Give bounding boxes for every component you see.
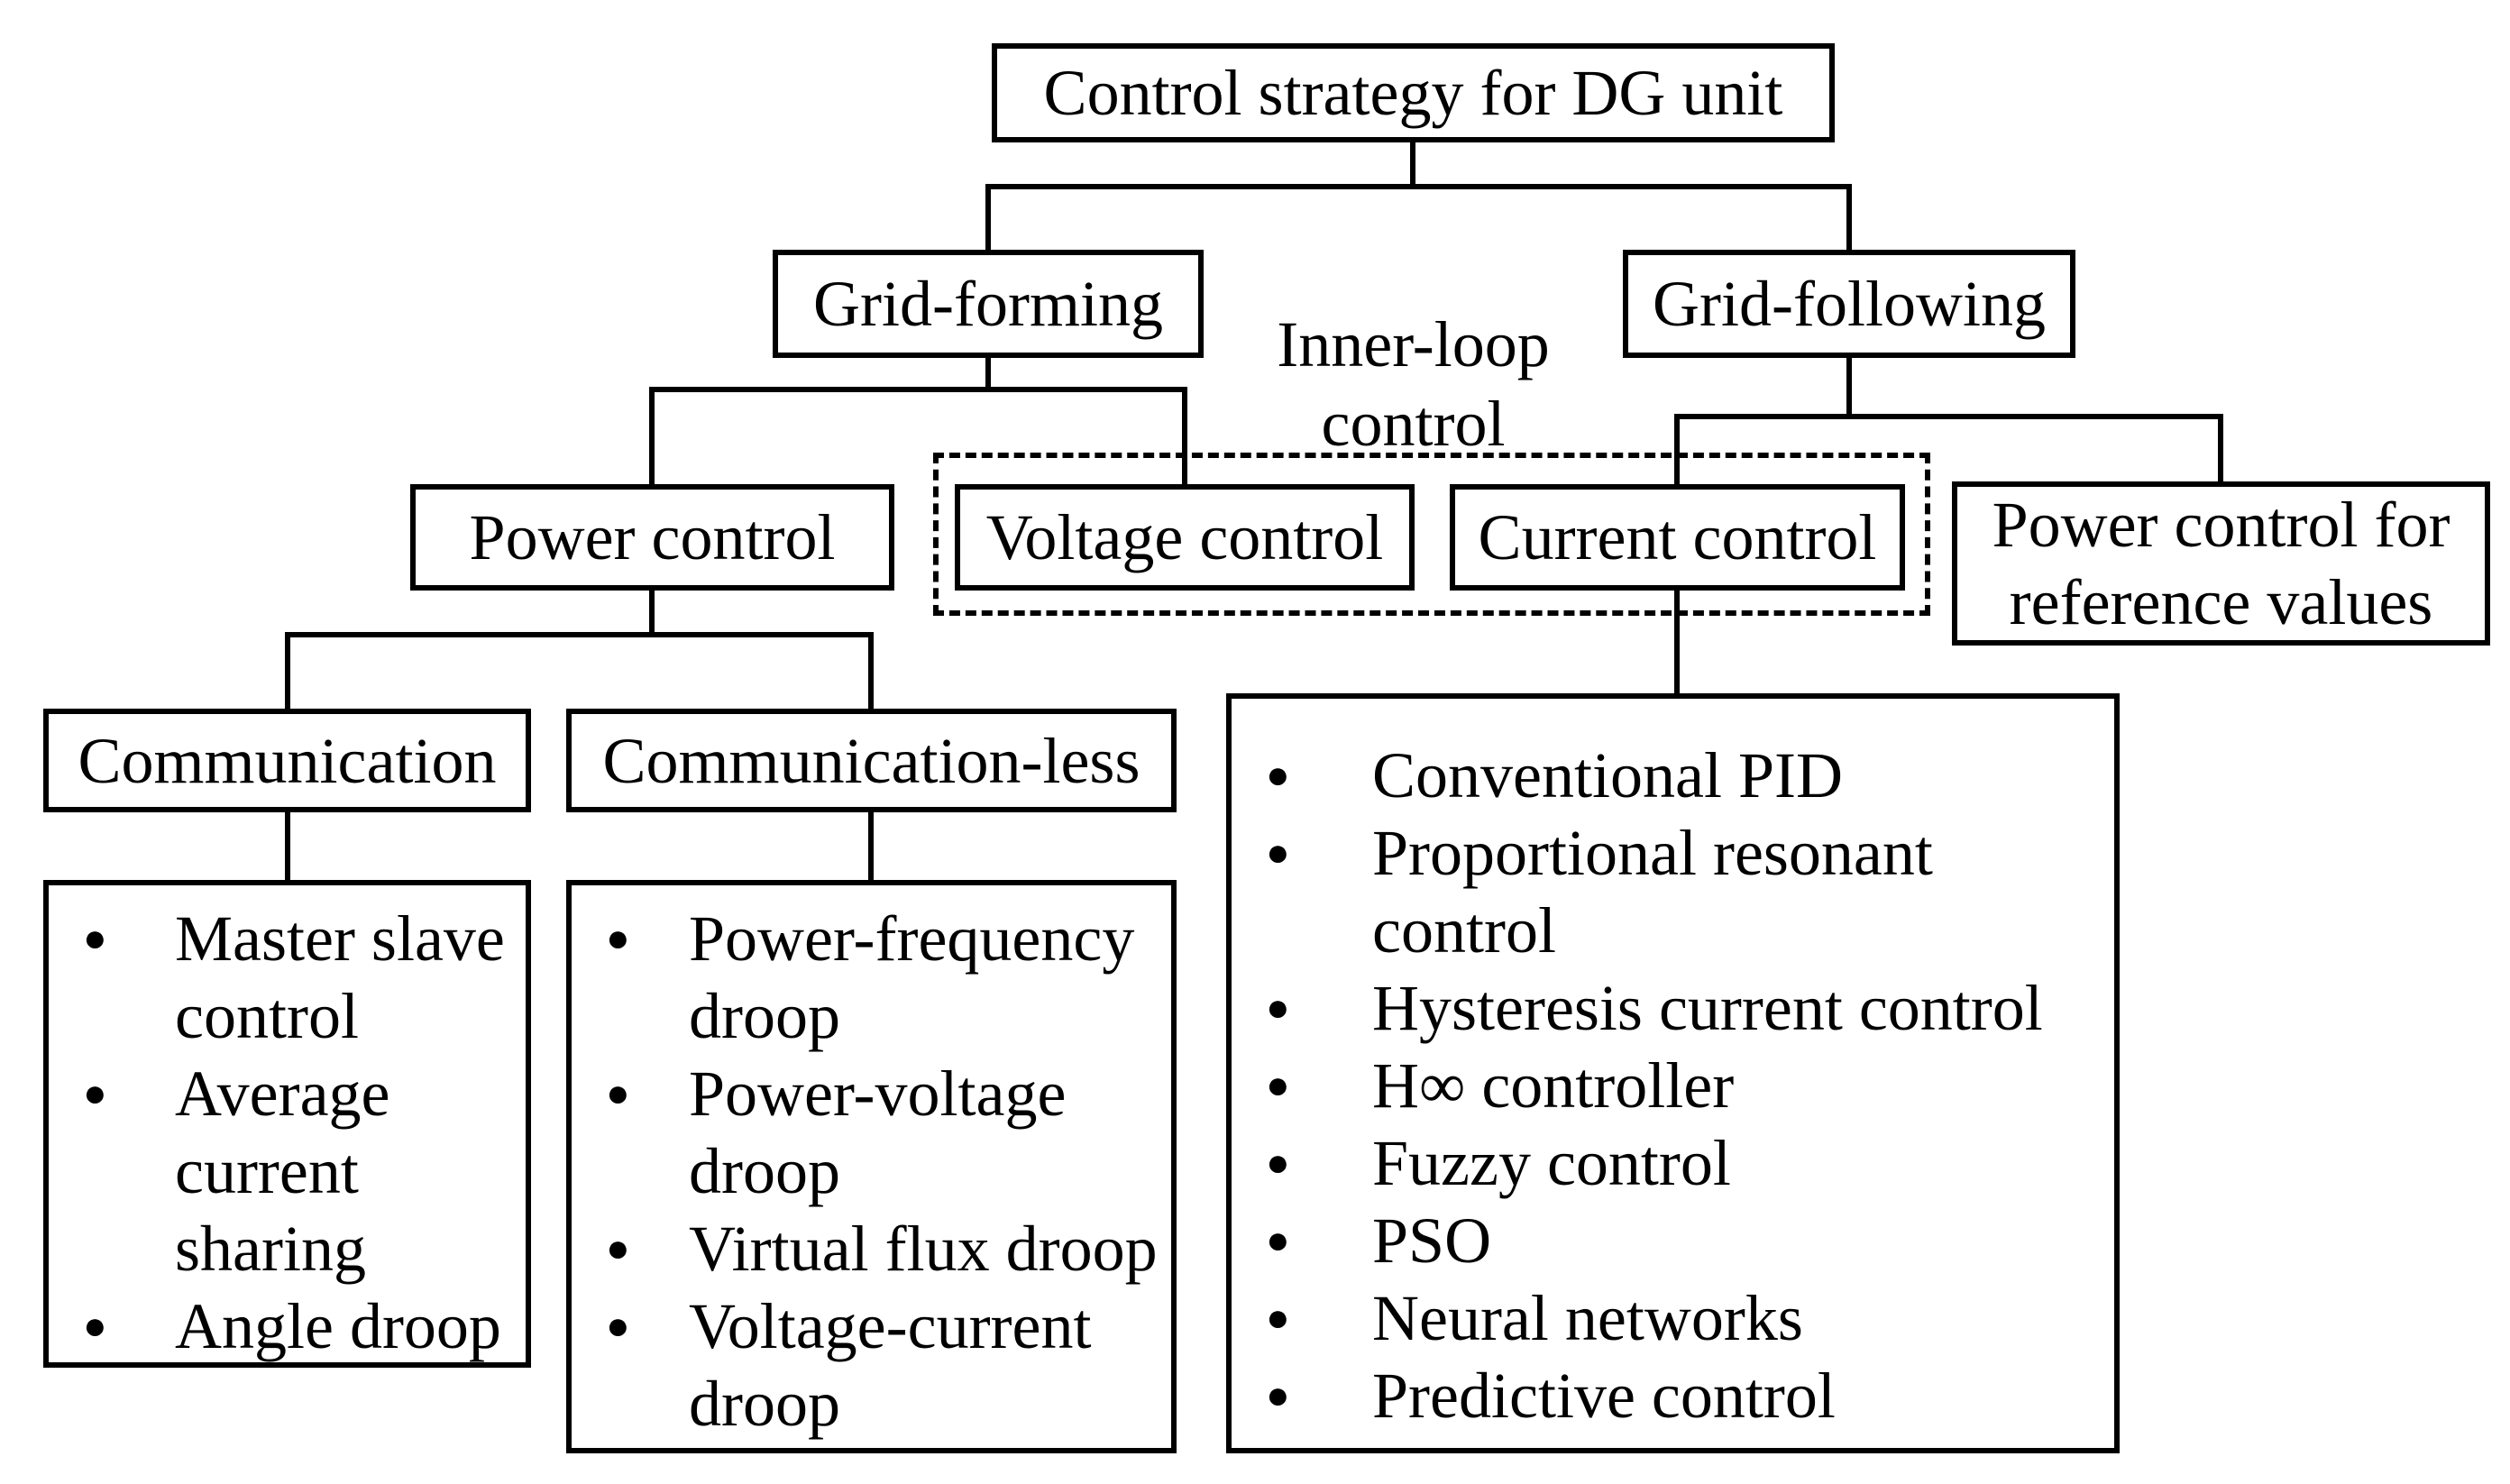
connector-power-control-stem <box>649 591 655 637</box>
connector-communication-less-list-stem <box>868 812 874 880</box>
node-power-control-label: Power control <box>469 501 836 573</box>
connector-communication-list-stem <box>285 812 290 880</box>
node-grid-forming-label: Grid-forming <box>813 268 1163 340</box>
list-item: Proportional resonant control <box>1232 814 2102 969</box>
node-control-strategy-label: Control strategy for DG unit <box>1043 57 1783 129</box>
node-communication: Communication <box>43 709 531 812</box>
connector-grid-forming-drop <box>985 184 991 251</box>
connector-grid-forming-horizontal <box>649 387 1187 392</box>
list-item: Master slave control <box>49 900 517 1055</box>
node-voltage-control-label: Voltage control <box>985 501 1384 573</box>
list-item: Average current sharing <box>49 1055 517 1287</box>
node-communication-less: Communication-less <box>566 709 1177 812</box>
list-item: Power-frequency droop <box>572 900 1162 1055</box>
node-power-control-reference-label: Power control for reference values <box>1992 489 2450 638</box>
communication-methods-list: Master slave control Average current sha… <box>43 880 531 1368</box>
inner-loop-group-box <box>933 453 1930 616</box>
connector-communication-drop <box>285 632 290 709</box>
connector-grid-following-stem <box>1846 358 1852 419</box>
list-item: Virtual flux droop <box>572 1210 1162 1287</box>
connector-power-control-drop <box>649 387 655 484</box>
communication-less-methods-list: Power-frequency droop Power-voltage droo… <box>566 880 1177 1453</box>
communication-methods-items: Master slave control Average current sha… <box>49 900 517 1365</box>
node-voltage-control: Voltage control <box>955 484 1415 591</box>
current-control-methods-items: Conventional PID Proportional resonant c… <box>1232 737 2102 1434</box>
connector-grid-following-drop <box>1846 184 1852 251</box>
node-grid-forming: Grid-forming <box>773 250 1204 358</box>
node-current-control-label: Current control <box>1478 501 1877 573</box>
list-item: Conventional PID <box>1232 737 2102 814</box>
node-grid-following: Grid-following <box>1623 250 2075 358</box>
connector-power-reference-drop <box>2218 414 2223 481</box>
connector-communication-less-drop <box>868 632 874 709</box>
connector-root-stem <box>1410 141 1415 188</box>
list-item: Voltage-current droop <box>572 1287 1162 1443</box>
connector-current-control-list-stem <box>1674 591 1680 693</box>
list-item: Angle droop <box>49 1287 517 1365</box>
inner-loop-control-label: Inner-loop control <box>1277 308 1550 460</box>
communication-less-methods-items: Power-frequency droop Power-voltage droo… <box>572 900 1162 1443</box>
list-item: Neural networks <box>1232 1279 2102 1357</box>
node-communication-less-label: Communication-less <box>602 724 1140 797</box>
list-item: H∞ controller <box>1232 1047 2102 1124</box>
list-item: Hysteresis current control <box>1232 969 2102 1047</box>
connector-voltage-control-drop <box>1182 387 1187 484</box>
list-item: PSO <box>1232 1202 2102 1279</box>
list-item: Predictive control <box>1232 1357 2102 1434</box>
node-control-strategy: Control strategy for DG unit <box>992 43 1835 142</box>
node-communication-label: Communication <box>78 724 497 797</box>
node-grid-following-label: Grid-following <box>1653 268 2046 340</box>
connector-power-control-horizontal <box>285 632 874 637</box>
list-item: Fuzzy control <box>1232 1124 2102 1202</box>
connector-grid-forming-stem <box>985 358 991 392</box>
connector-current-control-drop <box>1674 414 1680 484</box>
connector-root-horizontal <box>985 184 1852 189</box>
node-power-control: Power control <box>410 484 894 591</box>
current-control-methods-list: Conventional PID Proportional resonant c… <box>1226 693 2120 1453</box>
node-current-control: Current control <box>1450 484 1905 591</box>
list-item: Power-voltage droop <box>572 1055 1162 1210</box>
connector-grid-following-horizontal <box>1674 414 2223 419</box>
node-power-control-reference: Power control for reference values <box>1952 481 2490 646</box>
